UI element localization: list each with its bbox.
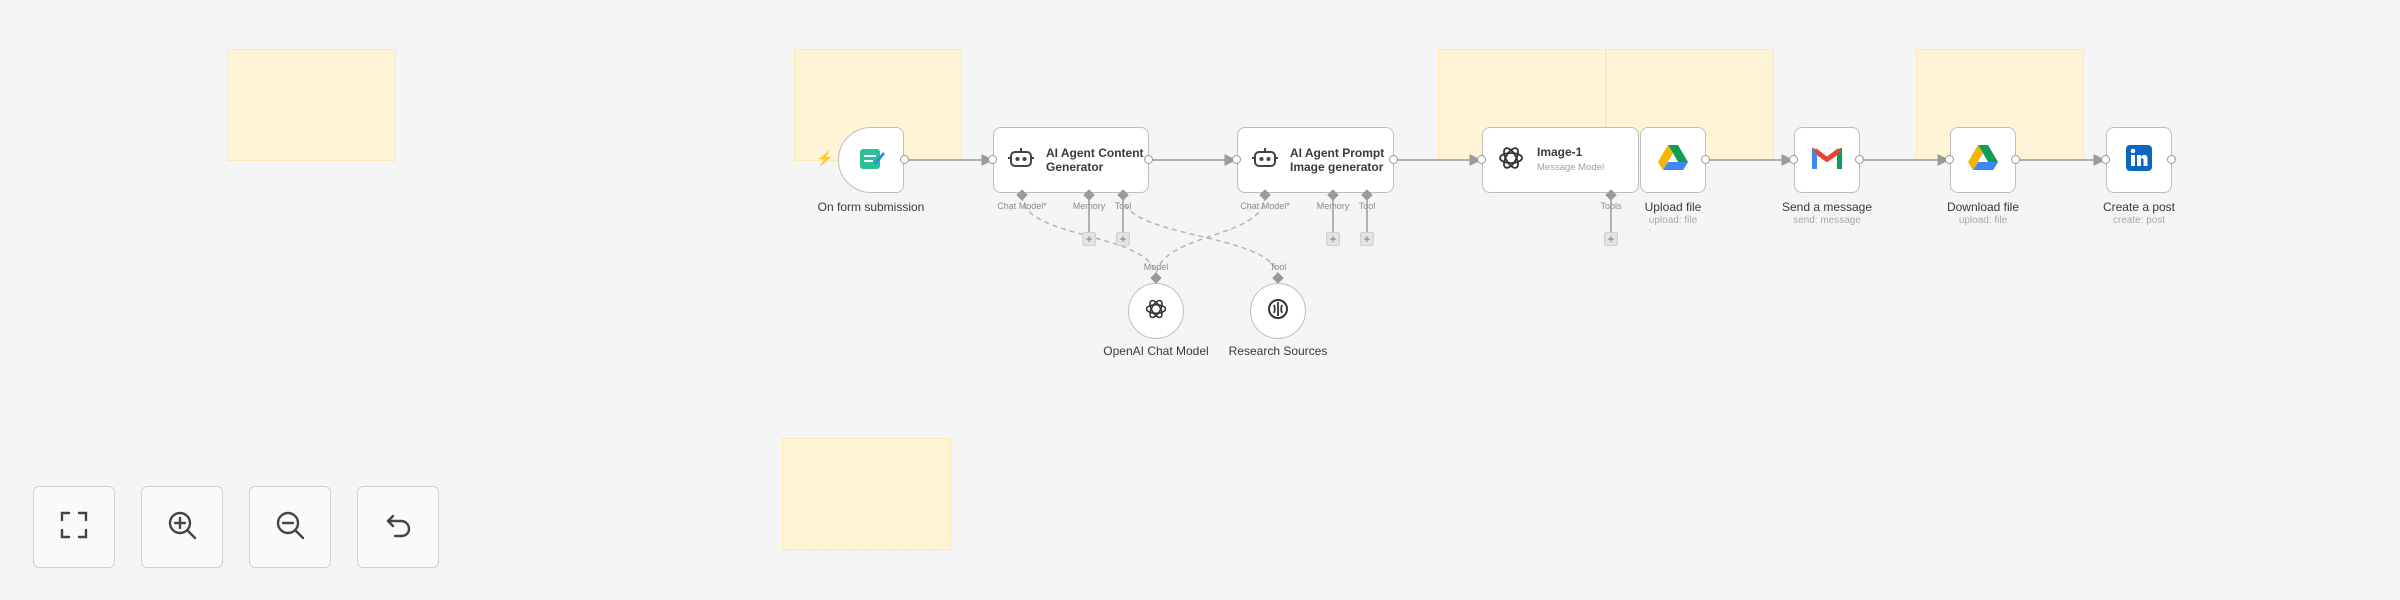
node-label-title: Download file [1946,200,2020,214]
linkedin-icon [2126,144,2152,176]
node-form-trigger[interactable] [838,127,904,193]
node-openai-chat-model[interactable] [1128,283,1184,339]
add-memory-button[interactable]: + [1326,232,1340,246]
node-title: Image-1 [1537,145,1583,159]
input-port[interactable] [1945,155,1954,164]
handle-label-tool: Tool [1114,201,1132,211]
output-port[interactable] [2167,155,2176,164]
form-icon [856,143,886,178]
input-port[interactable] [988,155,997,164]
node-label-subtitle: send: message [1793,215,1861,226]
edge-research-to-agent-content [1122,195,1279,279]
zoom-out-button[interactable] [249,486,331,568]
undo-icon [383,510,413,545]
search-brain-icon [1266,297,1290,326]
fit-view-button[interactable] [33,486,115,568]
node-title-line2: Generator [1046,160,1104,174]
node-label: Research Sources [1228,344,1328,358]
output-port[interactable] [1701,155,1710,164]
output-port[interactable] [2011,155,2020,164]
handle-label-model: Model [1143,262,1169,272]
node-label: Send a message send: message [1747,200,1907,228]
node-agent-prompt-image-generator[interactable]: AI Agent Prompt Image generator [1237,127,1394,193]
node-label: Upload file upload: file [1593,200,1753,228]
handle-label-chat-model: Chat Model* [1240,201,1290,211]
google-drive-icon [1968,144,1998,176]
node-create-post[interactable] [2106,127,2172,193]
node-label-subtitle: upload: file [1648,215,1698,226]
node-download-file[interactable] [1950,127,2016,193]
handle-label-memory: Memory [1316,201,1350,211]
node-label-subtitle: create: post [2112,215,2166,226]
gmail-icon [1811,146,1843,175]
node-agent-content-generator[interactable]: AI Agent Content Generator [993,127,1149,193]
add-tools-button[interactable]: + [1604,232,1618,246]
output-port[interactable] [1855,155,1864,164]
node-title: AI Agent Content [1046,146,1144,160]
node-label-title: Upload file [1644,200,1702,214]
trigger-bolt-icon: ⚡ [816,150,834,166]
node-label: Create a post create: post [2059,200,2219,228]
node-title-line2: Image generator [1290,160,1384,174]
input-port[interactable] [1232,155,1241,164]
sticky-note[interactable] [227,49,396,161]
node-label-subtitle: upload: file [1958,215,2008,226]
add-tool-button[interactable]: + [1360,232,1374,246]
node-send-message[interactable] [1794,127,1860,193]
openai-icon [1144,297,1168,326]
openai-icon [1497,144,1525,177]
robot-icon [1252,146,1278,175]
node-subtitle: Message Model [1537,162,1605,173]
node-label-title: Send a message [1781,200,1873,214]
zoom-out-icon [274,509,306,546]
reset-button[interactable] [357,486,439,568]
node-upload-file[interactable] [1640,127,1706,193]
node-label: Download file upload: file [1903,200,2063,228]
handle-label-chat-model: Chat Model* [997,201,1047,211]
node-label: OpenAI Chat Model [1103,344,1209,358]
node-research-sources[interactable] [1250,283,1306,339]
edge-chat-model-to-agent-prompt [1155,195,1266,279]
output-port[interactable] [1144,155,1153,164]
zoom-in-button[interactable] [141,486,223,568]
node-label: On form submission [817,200,925,214]
fit-view-icon [59,510,89,545]
output-port[interactable] [1389,155,1398,164]
handle-label-tool: Tool [1269,262,1287,272]
handle-label-tool: Tool [1358,201,1376,211]
google-drive-icon [1658,144,1688,176]
output-port[interactable] [900,155,909,164]
input-port[interactable] [1789,155,1798,164]
node-label-title: Create a post [2102,200,2176,214]
robot-icon [1008,146,1034,175]
input-port[interactable] [2101,155,2110,164]
input-port[interactable] [1477,155,1486,164]
handle-label-tools: Tools [1600,201,1622,211]
add-tool-button[interactable]: + [1116,232,1130,246]
add-memory-button[interactable]: + [1082,232,1096,246]
node-title: AI Agent Prompt [1290,146,1385,160]
node-image-1[interactable]: Image-1 Message Model [1482,127,1639,193]
zoom-in-icon [166,509,198,546]
sticky-note[interactable] [782,438,951,550]
handle-label-memory: Memory [1072,201,1106,211]
